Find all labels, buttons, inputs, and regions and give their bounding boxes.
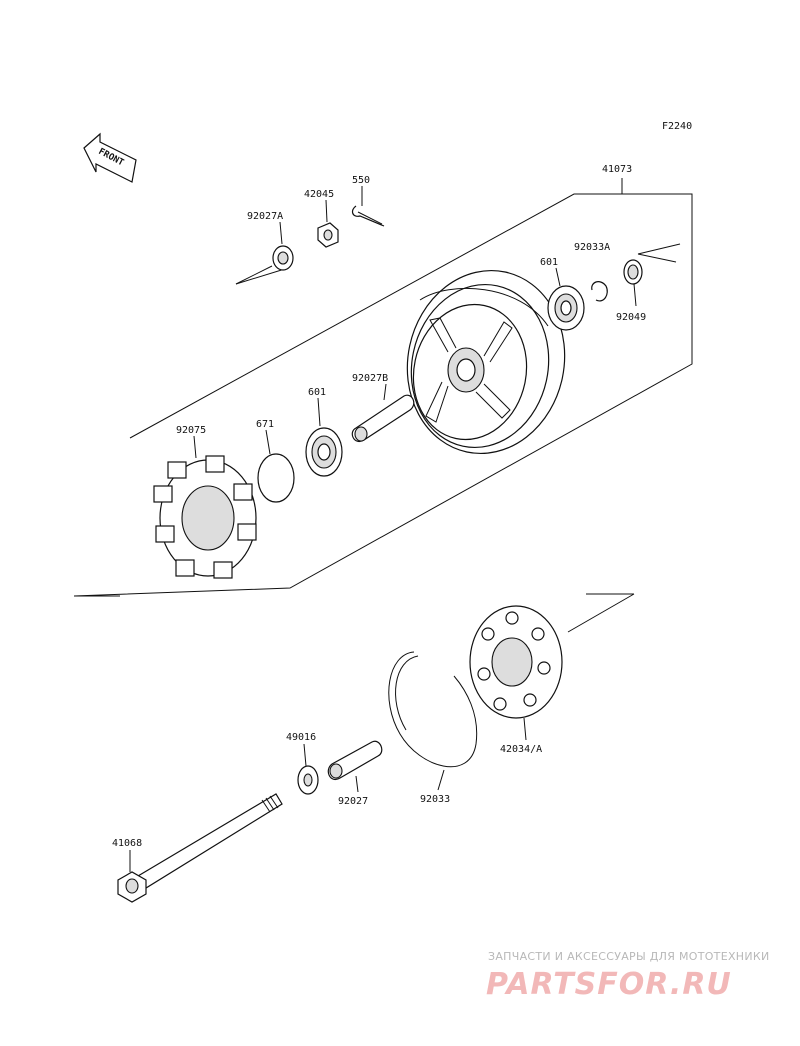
rear-wheel-rim bbox=[406, 269, 566, 455]
watermark-tagline: ЗАПЧАСТИ И АКСЕССУАРЫ ДЛЯ МОТОТЕХНИКИ bbox=[488, 950, 770, 963]
bearing-601-left bbox=[305, 397, 343, 477]
diagram-code: F2240 bbox=[662, 121, 692, 132]
oil-seal-92049 bbox=[623, 259, 643, 307]
damper-92075 bbox=[153, 435, 257, 579]
cotter-pin-550 bbox=[351, 186, 385, 227]
label-49016: 49016 bbox=[286, 732, 316, 743]
wheel-assembly-frame bbox=[73, 178, 693, 597]
label-601-left: 601 bbox=[308, 387, 326, 398]
label-92049: 92049 bbox=[616, 312, 646, 323]
o-ring-671 bbox=[257, 429, 295, 503]
label-42034a: 42034/A bbox=[500, 744, 542, 755]
label-550: 550 bbox=[352, 175, 370, 186]
label-92075: 92075 bbox=[176, 425, 206, 436]
label-92033: 92033 bbox=[420, 794, 450, 805]
label-601-right: 601 bbox=[540, 257, 558, 268]
circlip-92033a bbox=[591, 243, 681, 302]
nut-42045 bbox=[317, 199, 339, 248]
collar-92027a bbox=[235, 221, 294, 285]
watermark: ЗАПЧАСТИ И АКСЕССУАРЫ ДЛЯ МОТОТЕХНИКИ PA… bbox=[486, 950, 770, 1002]
label-92027a: 92027A bbox=[247, 211, 283, 222]
label-92027b: 92027B bbox=[352, 373, 388, 384]
label-92033a: 92033A bbox=[574, 242, 610, 253]
front-direction-arrow-icon: FRONT bbox=[83, 132, 137, 183]
spacer-92027b bbox=[351, 383, 415, 442]
watermark-logo: PARTSFOR.RU bbox=[486, 967, 732, 1002]
spacer-92027 bbox=[327, 740, 383, 793]
label-41073: 41073 bbox=[602, 164, 632, 175]
label-671: 671 bbox=[256, 419, 274, 430]
label-42045: 42045 bbox=[304, 189, 334, 200]
bearing-601-right bbox=[547, 267, 585, 331]
label-92027: 92027 bbox=[338, 796, 368, 807]
axle-41068 bbox=[117, 793, 283, 903]
sprocket-hub-42034a bbox=[469, 593, 635, 741]
label-41068: 41068 bbox=[112, 838, 142, 849]
washer-49016 bbox=[297, 743, 319, 795]
circlip-92033 bbox=[388, 651, 478, 791]
